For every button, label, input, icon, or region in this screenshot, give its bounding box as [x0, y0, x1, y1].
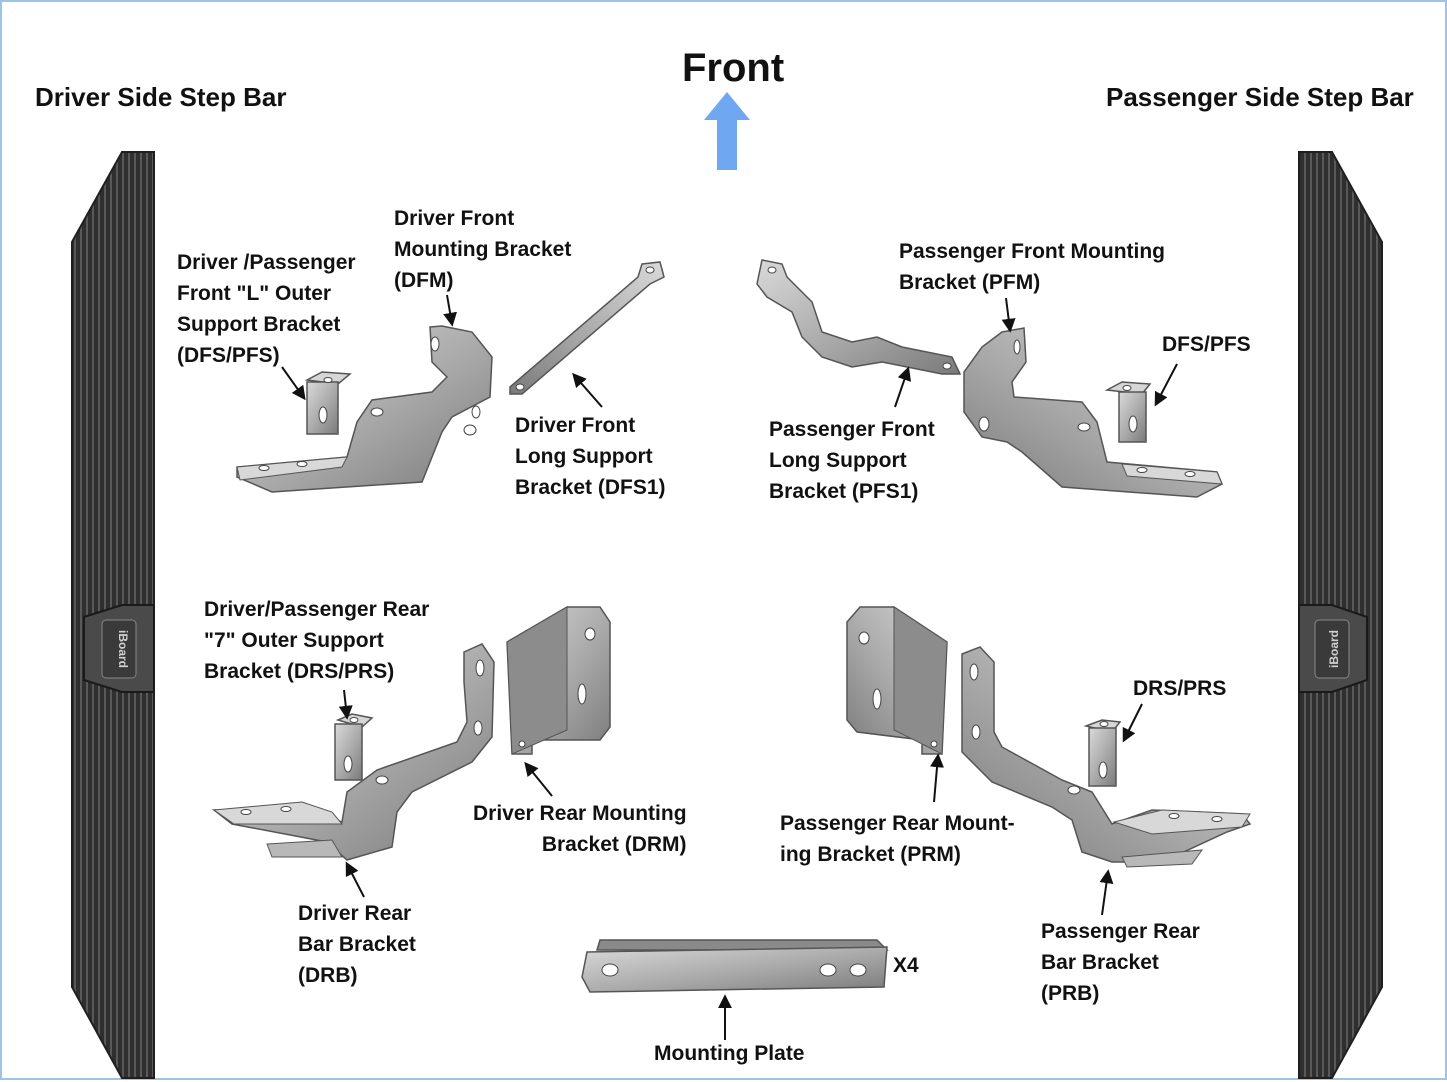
dfs-pfs-bracket-part [304, 371, 352, 435]
prs-short-label: DRS/PRS [1133, 677, 1227, 700]
prb-label-line: Bar Bracket [1041, 951, 1159, 974]
pfm-label-line: Bracket (PFM) [899, 271, 1041, 294]
mounting-plate-part [581, 939, 889, 993]
dfs-pfs-label-line: (DFS/PFS) [177, 344, 280, 367]
leader-arrows [281, 294, 1178, 1040]
dfs1-bracket-part [509, 261, 665, 395]
drs-prs-label-line: Bracket (DRS/PRS) [204, 660, 395, 683]
dfs-pfs-label-line: Support Bracket [177, 313, 341, 336]
leader-dfs1 [572, 372, 603, 408]
driver-step-bar-logo: iBoard [116, 629, 131, 669]
dfm-bracket-part [236, 325, 493, 493]
dfm-label-line: (DFM) [394, 269, 454, 292]
drs-bracket-part [334, 713, 374, 781]
prm-label-line: Passenger Rear Mount- [780, 812, 1015, 835]
quantity-label: X4 [893, 954, 919, 977]
driver-step-bar [71, 151, 155, 1079]
front-arrow-icon [704, 92, 750, 170]
pfm-bracket-part [963, 327, 1223, 498]
passenger-step-bar-logo: iBoard [1327, 629, 1342, 669]
drm-label: Driver Rear Mounting Bracket (DRM) [473, 798, 687, 860]
pfs-bracket-part [1104, 381, 1152, 443]
leader-drs-prs [338, 689, 353, 720]
drb-label-line: Bar Bracket [298, 933, 416, 956]
prb-bracket-part [961, 646, 1252, 868]
leader-pfs1 [894, 366, 911, 408]
drb-bracket-part [211, 643, 495, 861]
leader-pfm [1001, 297, 1016, 333]
dfs1-label-line: Driver Front [515, 414, 636, 437]
driver-step-bar-logo-plate [101, 619, 137, 679]
drm-label-line: Bracket (DRM) [541, 833, 687, 856]
pfs-short-label: DFS/PFS [1162, 333, 1251, 356]
mounting-plate-label: Mounting Plate [654, 1042, 805, 1065]
dfm-label-line: Mounting Bracket [394, 238, 572, 261]
drm-bracket-part [506, 606, 611, 755]
drm-label-line: Driver Rear Mounting [473, 802, 687, 825]
leader-dfs-pfs [281, 366, 306, 401]
leader-prs [1122, 703, 1143, 743]
prm-bracket-part [846, 606, 948, 755]
dfs-pfs-label: Driver /Passenger Front "L" Outer Suppor… [177, 247, 356, 371]
drb-label: Driver Rear Bar Bracket (DRB) [298, 898, 416, 991]
prb-label-line: (PRB) [1041, 982, 1100, 1005]
leader-drm [524, 761, 553, 797]
front-label: Front [682, 46, 785, 90]
pfm-label: Passenger Front Mounting Bracket (PFM) [899, 236, 1165, 298]
passenger-step-bar-logo-plate [1314, 619, 1350, 679]
dfs1-label-line: Long Support [515, 445, 653, 468]
drb-label-line: (DRB) [298, 964, 358, 987]
leader-prm [930, 753, 945, 803]
drs-prs-label: Driver/Passenger Rear "7" Outer Support … [204, 594, 429, 687]
passenger-side-title: Passenger Side Step Bar [1106, 82, 1414, 112]
dfs-pfs-label-line: Front "L" Outer [177, 282, 332, 305]
dfs1-label-line: Bracket (DFS1) [515, 476, 666, 499]
dfs1-label: Driver Front Long Support Bracket (DFS1) [515, 410, 666, 503]
prm-label-line: ing Bracket (PRM) [780, 843, 961, 866]
pfs1-label: Passenger Front Long Support Bracket (PF… [769, 414, 935, 507]
driver-side-title: Driver Side Step Bar [35, 82, 287, 112]
drs-prs-label-line: "7" Outer Support [204, 629, 384, 652]
prm-label: Passenger Rear Mount- ing Bracket (PRM) [780, 808, 1015, 870]
prb-label: Passenger Rear Bar Bracket (PRB) [1041, 916, 1200, 1009]
pfs1-label-line: Passenger Front [769, 418, 935, 441]
pfs1-label-line: Long Support [769, 449, 907, 472]
pfm-label-line: Passenger Front Mounting [899, 240, 1166, 263]
leader-prb [1099, 869, 1114, 916]
leader-drb [345, 861, 365, 898]
prs-bracket-part [1083, 719, 1122, 787]
dfm-label-line: Driver Front [394, 207, 515, 230]
pfs1-label-line: Bracket (PFS1) [769, 480, 919, 503]
prb-label-line: Passenger Rear [1041, 920, 1200, 943]
passenger-step-bar [1298, 151, 1383, 1079]
drb-label-line: Driver Rear [298, 902, 412, 925]
leader-pfs [1154, 363, 1178, 407]
leader-dfm [443, 294, 457, 327]
drs-prs-label-line: Driver/Passenger Rear [204, 598, 430, 621]
dfs-pfs-label-line: Driver /Passenger [177, 251, 356, 274]
pfs1-bracket-part [756, 259, 962, 375]
dfm-label: Driver Front Mounting Bracket (DFM) [394, 203, 571, 296]
